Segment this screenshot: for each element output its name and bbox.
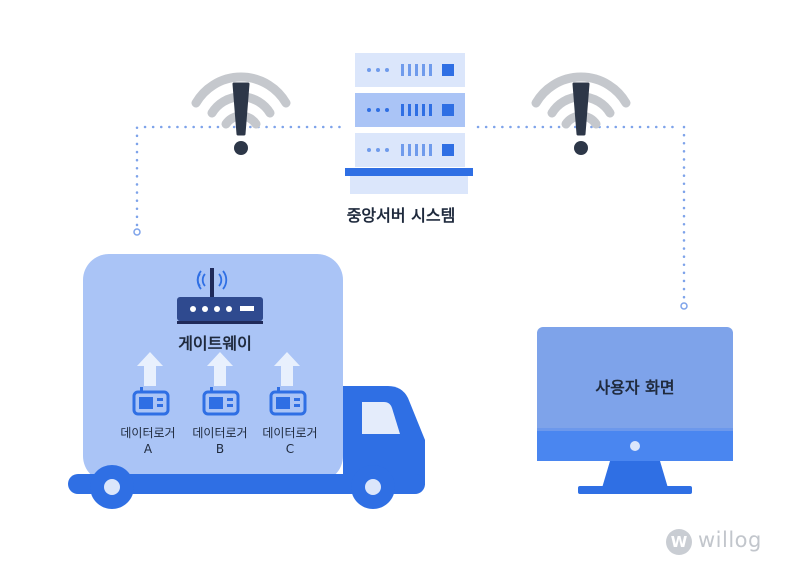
logger-c-label: 데이터로거 C — [250, 425, 330, 457]
monitor-icon — [537, 327, 733, 494]
data-logger-a-icon — [132, 387, 170, 416]
truck-icon — [68, 254, 425, 509]
logger-c-id: C — [285, 442, 295, 456]
wifi-warning-icon-left — [191, 72, 291, 155]
logger-a-id: A — [143, 442, 153, 456]
upload-arrow-a — [137, 352, 163, 386]
wifi-warning-icon-right — [531, 72, 631, 155]
logger-a-label: 데이터로거 A — [108, 425, 188, 457]
user-screen-label: 사용자 화면 — [595, 378, 675, 397]
truck-cargo-box — [83, 254, 343, 482]
logger-b-label: 데이터로거 B — [180, 425, 260, 457]
truck-chassis — [68, 474, 425, 494]
logger-b-name: 데이터로거 — [192, 426, 248, 440]
data-logger-b-icon — [202, 387, 240, 416]
truck-window — [362, 402, 400, 434]
gateway-label: 게이트웨이 — [178, 334, 252, 353]
upload-arrow-c — [274, 352, 300, 386]
upload-arrow-b — [207, 352, 233, 386]
brand-logo: W willog — [666, 528, 766, 558]
monitor-screen — [537, 327, 733, 461]
brand-name: willog — [698, 528, 762, 552]
brand-logo-mark: W — [666, 529, 692, 555]
logger-a-name: 데이터로거 — [120, 426, 176, 440]
monitor-base — [578, 486, 692, 494]
router-icon — [177, 268, 263, 324]
server-rack-icon — [345, 53, 473, 194]
logger-b-id: B — [215, 442, 225, 456]
data-logger-c-icon — [269, 387, 307, 416]
monitor-stand — [602, 461, 668, 488]
logger-c-name: 데이터로거 — [262, 426, 318, 440]
power-indicator — [630, 441, 640, 451]
right-connection — [476, 125, 688, 310]
server-label: 중앙서버 시스템 — [346, 206, 456, 225]
